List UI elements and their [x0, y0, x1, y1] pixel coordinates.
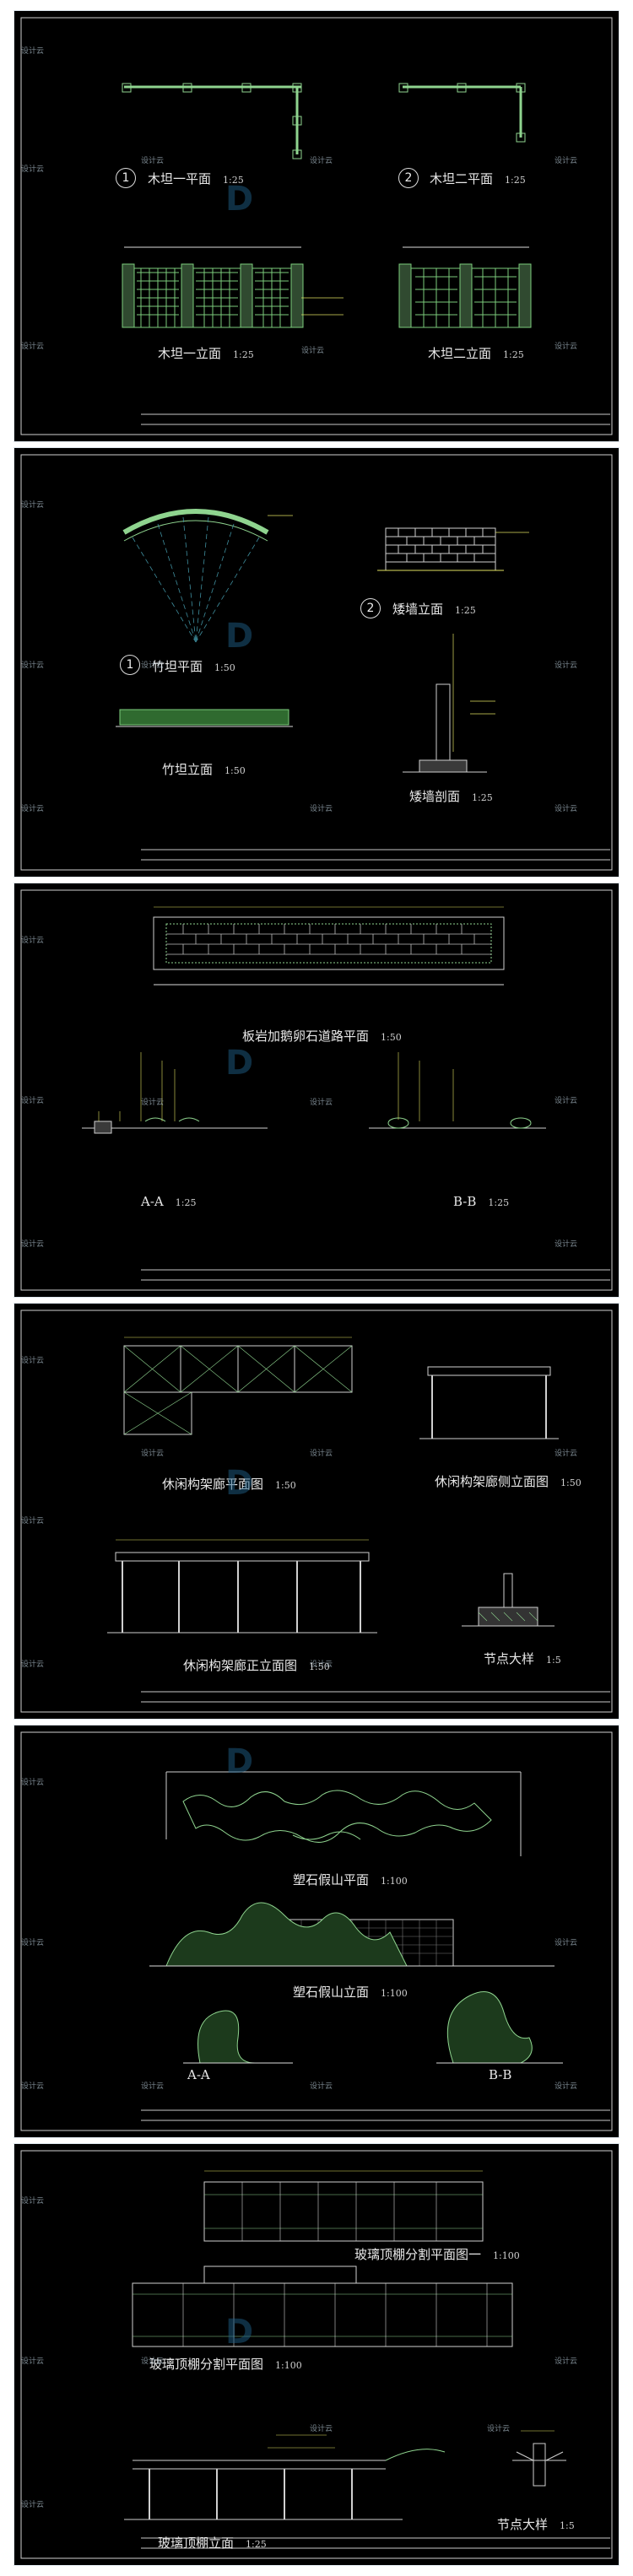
- watermark: 设计云: [21, 805, 45, 813]
- watermark: 设计云: [21, 47, 45, 56]
- watermark: 设计云: [555, 1240, 578, 1249]
- watermark: 设计云: [21, 2357, 45, 2366]
- watermark: 设计云: [21, 1939, 45, 1947]
- watermark: 设计云: [21, 501, 45, 510]
- sheet-6-linework: [20, 2150, 613, 2559]
- watermark: 设计云: [141, 2082, 165, 2091]
- watermark: 设计云: [555, 2357, 578, 2366]
- watermark: 设计云: [555, 805, 578, 813]
- brand-watermark: D: [225, 180, 254, 219]
- watermark: 设计云: [310, 2425, 333, 2433]
- detail-number-2: 2: [360, 598, 381, 618]
- watermark: 设计云: [141, 662, 165, 670]
- sheet-4-linework: [20, 1310, 613, 1713]
- brand-watermark: D: [225, 1464, 254, 1503]
- watermark: 设计云: [141, 1099, 165, 1107]
- detail-number-2: 2: [398, 168, 419, 188]
- watermark: 设计云: [555, 1450, 578, 1458]
- watermark: 设计云: [21, 1661, 45, 1669]
- watermark: 设计云: [21, 1357, 45, 1365]
- section-b-b-title: B-B: [489, 2067, 512, 2082]
- detail-number-1: 1: [120, 655, 140, 675]
- sheet-1-linework: [20, 17, 613, 435]
- watermark: 设计云: [141, 2357, 165, 2366]
- watermark: 设计云: [555, 2082, 578, 2091]
- watermark: 设计云: [21, 1097, 45, 1105]
- sheet-3-linework: [20, 889, 613, 1291]
- watermark: 设计云: [21, 165, 45, 174]
- watermark: 设计云: [310, 1661, 333, 1669]
- watermark: 设计云: [21, 2197, 45, 2206]
- watermark: 设计云: [310, 2082, 333, 2091]
- watermark: 设计云: [141, 1450, 165, 1458]
- watermark: 设计云: [21, 2501, 45, 2509]
- watermark: 设计云: [21, 1779, 45, 1787]
- watermark: 设计云: [310, 805, 333, 813]
- watermark: 设计云: [21, 2082, 45, 2091]
- brand-watermark: D: [225, 2313, 254, 2352]
- watermark: 设计云: [555, 343, 578, 351]
- sheet-5-linework: [20, 1731, 613, 2131]
- watermark: 设计云: [310, 1099, 333, 1107]
- watermark: 设计云: [21, 1240, 45, 1249]
- brand-watermark: D: [225, 617, 254, 656]
- watermark: 设计云: [555, 157, 578, 165]
- watermark: 设计云: [555, 1939, 578, 1947]
- sheet-2-linework: [20, 454, 613, 871]
- watermark: 设计云: [21, 662, 45, 670]
- watermark: 设计云: [555, 1097, 578, 1105]
- brand-watermark: D: [225, 1742, 254, 1781]
- watermark: 设计云: [555, 662, 578, 670]
- watermark: 设计云: [310, 157, 333, 165]
- watermark: 设计云: [21, 343, 45, 351]
- watermark: 设计云: [21, 1517, 45, 1526]
- section-a-a-title: A-A: [187, 2067, 210, 2082]
- watermark: 设计云: [301, 347, 325, 355]
- watermark: 设计云: [141, 157, 165, 165]
- brand-watermark: D: [225, 1044, 254, 1083]
- watermark: 设计云: [310, 1450, 333, 1458]
- watermark: 设计云: [21, 937, 45, 945]
- detail-number-1: 1: [116, 168, 136, 188]
- watermark: 设计云: [487, 2425, 511, 2433]
